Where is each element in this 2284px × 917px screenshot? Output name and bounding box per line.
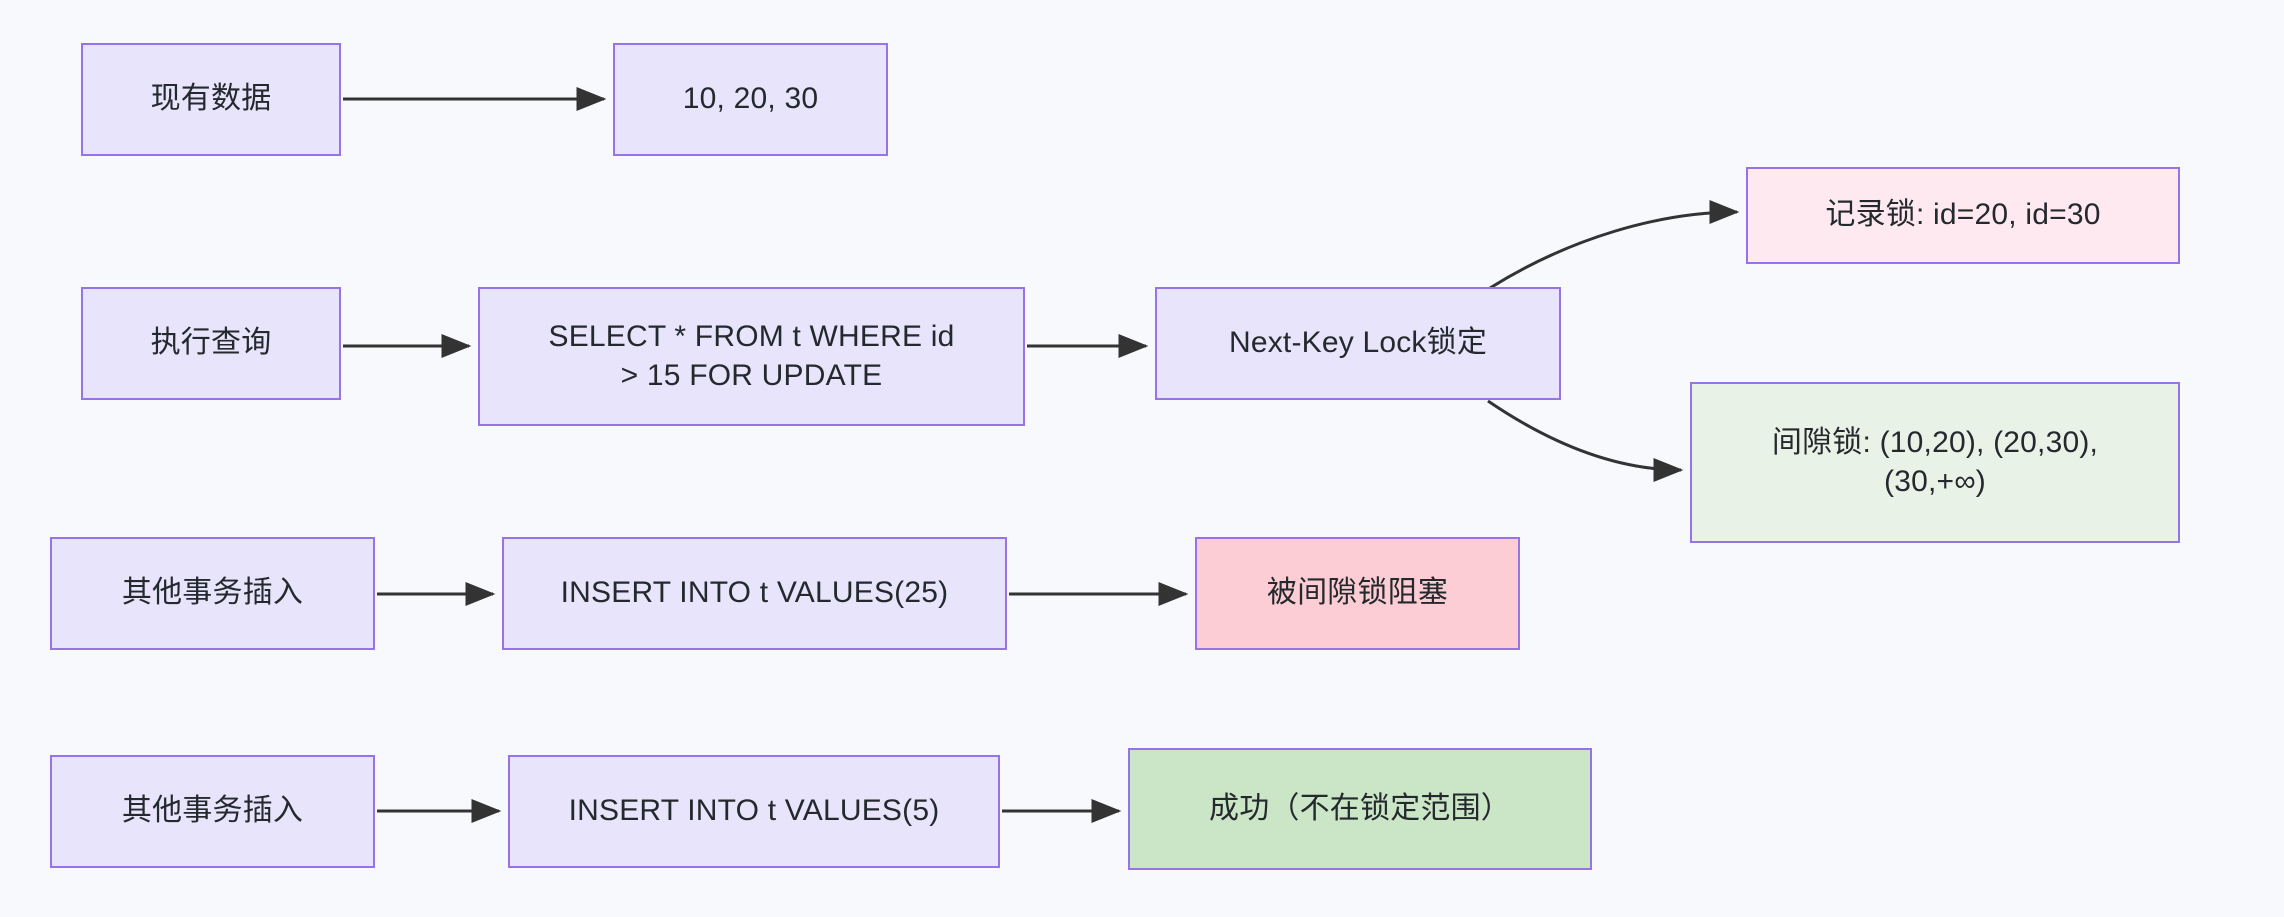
- node-other-tx-insert-1[interactable]: 其他事务插入: [50, 537, 375, 650]
- node-insert-5-label: INSERT INTO t VALUES(5): [568, 794, 940, 828]
- edge-next-key-lock-to-record-lock: [1489, 200, 1740, 290]
- node-insert-25[interactable]: INSERT INTO t VALUES(25): [502, 537, 1007, 650]
- node-select-statement-label: SELECT * FROM t WHERE id > 15 FOR UPDATE: [548, 320, 955, 392]
- node-insert-25-label: INSERT INTO t VALUES(25): [560, 576, 949, 610]
- edge-next-key-lock-to-gap-lock: [1487, 399, 1684, 482]
- node-run-query-label: 执行查询: [150, 326, 272, 360]
- node-success-not-locked-label: 成功（不在锁定范围）: [1209, 791, 1511, 825]
- node-other-tx-insert-1-label: 其他事务插入: [121, 576, 304, 610]
- node-blocked-by-gap-label: 被间隙锁阻塞: [1266, 576, 1449, 610]
- node-other-tx-insert-2[interactable]: 其他事务插入: [50, 755, 375, 868]
- node-next-key-lock[interactable]: Next-Key Lock锁定: [1155, 287, 1561, 400]
- node-other-tx-insert-2-label: 其他事务插入: [121, 794, 304, 828]
- node-gap-lock[interactable]: 间隙锁: (10,20), (20,30), (30,+∞): [1690, 382, 2180, 543]
- node-data-values[interactable]: 10, 20, 30: [613, 43, 888, 156]
- node-data-values-label: 10, 20, 30: [682, 82, 819, 116]
- node-next-key-lock-label: Next-Key Lock锁定: [1228, 326, 1488, 360]
- node-select-statement[interactable]: SELECT * FROM t WHERE id > 15 FOR UPDATE: [478, 287, 1025, 426]
- node-success-not-locked[interactable]: 成功（不在锁定范围）: [1128, 748, 1592, 870]
- node-run-query[interactable]: 执行查询: [81, 287, 341, 400]
- node-record-lock[interactable]: 记录锁: id=20, id=30: [1746, 167, 2180, 264]
- node-record-lock-label: 记录锁: id=20, id=30: [1825, 198, 2101, 232]
- node-existing-data[interactable]: 现有数据: [81, 43, 341, 156]
- node-blocked-by-gap[interactable]: 被间隙锁阻塞: [1195, 537, 1520, 650]
- node-gap-lock-label: 间隙锁: (10,20), (20,30), (30,+∞): [1771, 426, 2099, 498]
- node-existing-data-label: 现有数据: [150, 82, 272, 116]
- node-insert-5[interactable]: INSERT INTO t VALUES(5): [508, 755, 1000, 868]
